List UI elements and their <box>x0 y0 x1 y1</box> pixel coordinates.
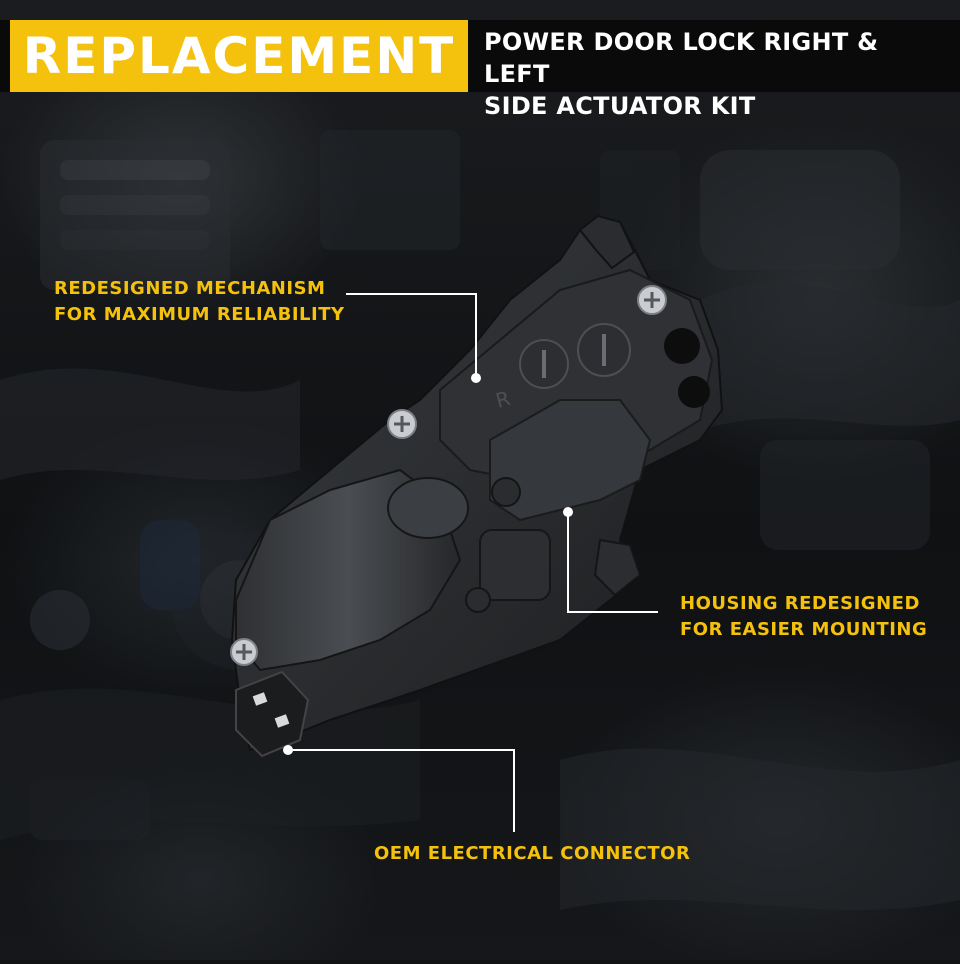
callout-redesigned-mechanism: REDESIGNED MECHANISM FOR MAXIMUM RELIABI… <box>54 276 345 328</box>
product-title: POWER DOOR LOCK RIGHT & LEFT SIDE ACTUAT… <box>484 26 950 122</box>
screw-icon <box>230 285 667 666</box>
title-line-2: SIDE ACTUATOR KIT <box>484 92 756 120</box>
electrical-connector <box>235 670 310 758</box>
housing-mark: R <box>493 386 513 413</box>
callout-line: REDESIGNED MECHANISM <box>54 278 326 299</box>
leader-dot-housing <box>563 507 573 517</box>
callout-line: FOR EASIER MOUNTING <box>680 619 928 640</box>
title-line-1: POWER DOOR LOCK RIGHT & LEFT <box>484 28 879 88</box>
leader-dot-mechanism <box>471 373 481 383</box>
leader-line-mechanism <box>346 293 477 378</box>
date-dial-icon <box>519 323 631 389</box>
leader-line-connector <box>288 749 515 832</box>
callout-line: FOR MAXIMUM RELIABILITY <box>54 304 345 325</box>
leader-dot-connector <box>283 745 293 755</box>
replacement-badge: REPLACEMENT <box>10 20 468 92</box>
callout-housing-redesigned: HOUSING REDESIGNED FOR EASIER MOUNTING <box>680 591 927 643</box>
callout-oem-connector: OEM ELECTRICAL CONNECTOR <box>374 841 690 867</box>
leader-line-housing <box>567 512 658 613</box>
callout-line: OEM ELECTRICAL CONNECTOR <box>374 843 691 864</box>
callout-leaders <box>288 293 658 832</box>
badge-label: REPLACEMENT <box>22 27 456 85</box>
door-lock-actuator-photo: R <box>230 214 724 758</box>
callout-line: HOUSING REDESIGNED <box>680 593 920 614</box>
